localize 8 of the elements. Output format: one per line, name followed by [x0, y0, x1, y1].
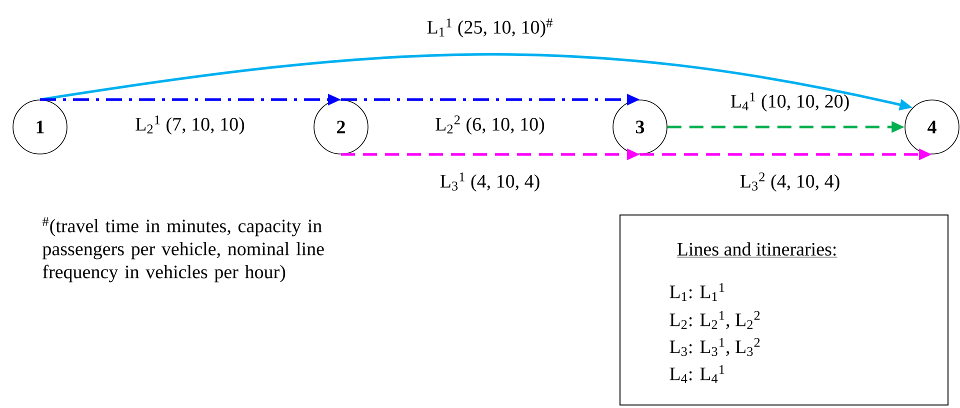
- footnote-text: $^{#}$(travel time in minutes, capacity in passengers per vehicle, nominal line frequency in vehicles per hour): [42, 217, 324, 282]
- edge-label: L$_{2}$$^{2}$ (6, 10, 10): [436, 115, 544, 135]
- itinerary-box: Lines and itineraries: L$_{1}$: L$_{1}$1 L$_{2}$: L$_{2}$$^{1}$, L$_{2}$2 L$_{3}$: L$_{3}$$^{1}$, L$_{3}$2 L$_{4}$: L$_{4}$1: [620, 214, 948, 406]
- edge-label: L$_{3}$$^{1}$ (4, 10, 4): [440, 172, 540, 192]
- edge-label: L$_{4}$$^{1}$ (10, 10, 20): [730, 92, 849, 112]
- edge-label: L$_{2}$$^{1}$ (7, 10, 10): [136, 115, 244, 135]
- edge-label: L$_{3}$$^{2}$ (4, 10, 4): [740, 172, 840, 192]
- edge-label: L$_{1}$$^{1}$ (25, 10, 10)$^{#}$: [427, 18, 552, 38]
